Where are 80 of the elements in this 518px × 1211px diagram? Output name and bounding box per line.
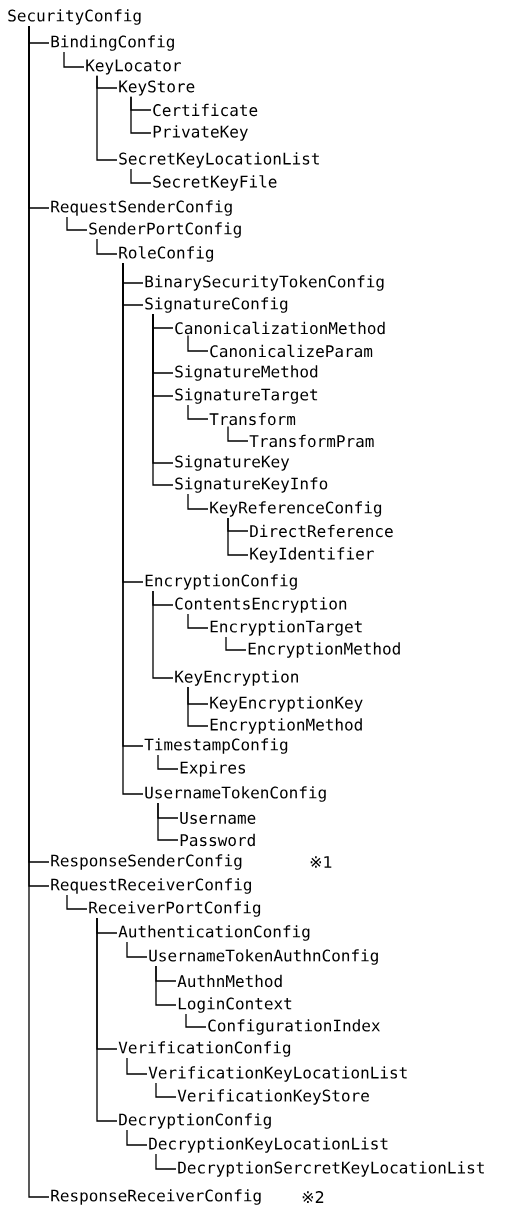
tree-item: DecryptionKeyLocationList [149, 1137, 388, 1153]
tree-item: DecryptionSercretKeyLocationList [178, 1161, 484, 1177]
tree-connector [130, 96, 152, 134]
tree-item: ResponseSenderConfig [51, 854, 242, 870]
tree-connector [155, 1082, 177, 1098]
footnote-mark: ※2 [302, 1191, 324, 1203]
tree-item: SecurityConfig [8, 9, 141, 25]
tree-connector [185, 1013, 207, 1028]
tree-connector [187, 493, 209, 510]
tree-connector [187, 613, 209, 629]
tree-connector [126, 1057, 148, 1075]
tree-item: KeyEncryption [175, 670, 298, 686]
tree-connector [187, 334, 209, 352]
tree-item: UsernameTokenAuthnConfig [149, 949, 378, 965]
tree-item: TimestampConfig [144, 738, 288, 754]
tree-item: SignatureConfig [145, 297, 288, 313]
tree-connector [152, 590, 174, 679]
tree-item: RequestSenderConfig [51, 200, 232, 216]
tree-item: VerificationKeyStore [177, 1089, 369, 1105]
tree-item: EncryptionMethod [248, 642, 400, 658]
tree-item: SignatureTarget [175, 388, 318, 404]
tree-item: SenderPortConfig [89, 222, 241, 238]
tree-connector [187, 404, 209, 420]
tree-item: AuthnMethod [177, 974, 282, 988]
tree-item: SignatureKeyInfo [175, 477, 328, 493]
tree-connector [187, 686, 209, 727]
tree-connector [225, 636, 247, 651]
tree-item: SignatureKey [175, 455, 290, 471]
tree-connector [28, 25, 50, 1198]
tree-connector [155, 1153, 177, 1170]
tree-connector [96, 75, 118, 161]
tree-item: BindingConfig [51, 35, 174, 51]
tree-item: EncryptionTarget [210, 620, 362, 636]
tree-item: KeyEncryptionKey [210, 696, 363, 712]
tree-item: EncryptionConfig [145, 574, 297, 590]
tree-item: AuthenticationConfig [118, 925, 310, 941]
footnote-mark: ※1 [310, 856, 332, 868]
tree-item: ContentsEncryption [175, 597, 347, 613]
tree-connector [155, 965, 177, 1006]
tree-connector [66, 216, 88, 231]
tree-item: RequestReceiverConfig [51, 878, 251, 894]
tree-item: ReceiverPortConfig [89, 901, 261, 917]
tree-connector [157, 802, 179, 841]
tree-item: KeyLocator [86, 59, 181, 75]
tree-item: DirectReference [250, 524, 393, 538]
tree-item: CanonicalizationMethod [175, 321, 385, 335]
tree-connector [126, 1129, 148, 1146]
tree-item: ConfigurationIndex [208, 1019, 380, 1035]
tree-connector [227, 517, 249, 556]
tree-item: KeyReferenceConfig [210, 501, 382, 517]
tree-item: ResponseReceiverConfig [51, 1189, 261, 1205]
tree-item: Transform [209, 412, 296, 426]
tree-item: EncryptionMethod [210, 718, 362, 734]
tree-item: Expires [180, 761, 246, 777]
tree-connector [66, 894, 88, 910]
tree-connector [227, 425, 249, 442]
tree-item: PrivateKey [153, 125, 248, 141]
tree-item: VerificationKeyLocationList [148, 1066, 407, 1082]
tree-item: BinarySecurityTokenConfig [145, 275, 384, 291]
tree-item: SecretKeyFile [153, 175, 277, 191]
tree-item: SecretKeyLocationList [119, 152, 319, 168]
tree-item: KeyStore [119, 80, 195, 96]
tree-connector [63, 51, 85, 68]
tree-item: VerificationConfig [118, 1041, 291, 1057]
tree-connector [96, 917, 118, 1122]
tree-item: UsernameTokenConfig [145, 786, 326, 802]
tree-connector [130, 168, 152, 184]
tree-item: Username [180, 812, 256, 824]
tree-item: DecryptionConfig [119, 1113, 271, 1129]
tree-item: KeyIdentifier [250, 547, 374, 563]
tree-item: TransformPram [249, 434, 374, 448]
tree-item: CanonicalizeParam [210, 344, 373, 358]
tree-item: Password [180, 833, 255, 847]
tree-item: RoleConfig [119, 246, 213, 262]
tree-connector [126, 941, 148, 958]
tree-item: Certificate [153, 103, 258, 117]
tree-item: SignatureMethod [175, 365, 318, 381]
tree-connector [157, 754, 179, 770]
tree-connector [96, 238, 118, 255]
tree-item: LoginContext [178, 997, 292, 1013]
